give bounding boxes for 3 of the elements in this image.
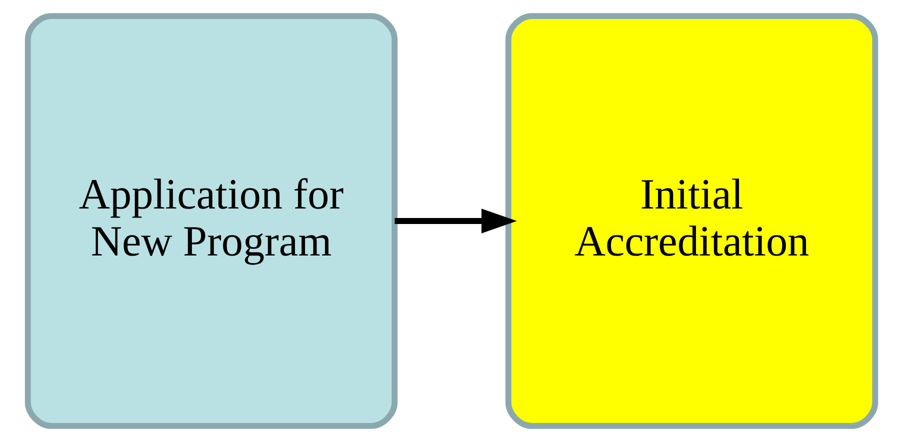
node-box: Application for New Program [24, 13, 398, 429]
arrow [394, 208, 517, 234]
node-box: Initial Accreditation [505, 13, 878, 429]
